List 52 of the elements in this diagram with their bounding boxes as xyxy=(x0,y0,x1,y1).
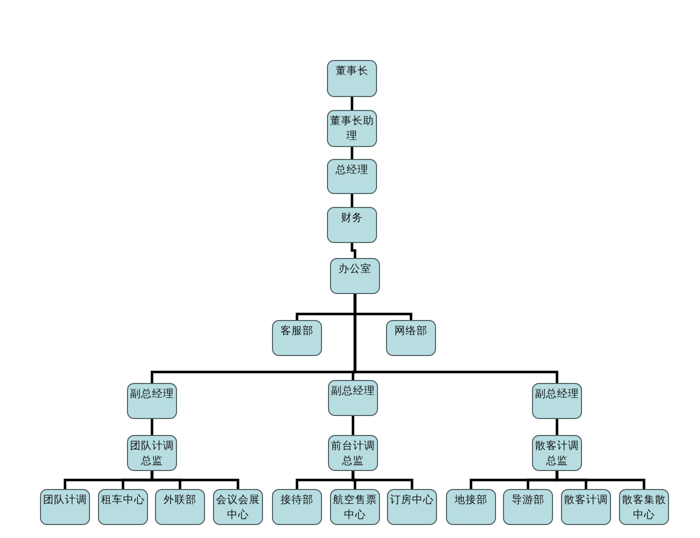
org-box xyxy=(328,380,378,416)
org-box xyxy=(386,320,436,356)
org-box xyxy=(327,159,377,194)
role-title: 副总经理 xyxy=(130,387,174,402)
org-box xyxy=(387,489,437,525)
role-title: 地接部 xyxy=(454,493,488,508)
connector-line xyxy=(556,471,646,489)
org-box xyxy=(561,489,611,525)
org-box xyxy=(532,383,582,419)
org-box xyxy=(40,489,90,525)
role-title: 前台计调总监 xyxy=(331,439,375,469)
role-title: 导游部 xyxy=(510,493,546,508)
role-title: 散客计调总监 xyxy=(535,439,579,469)
org-box xyxy=(327,60,377,97)
org-box xyxy=(155,489,205,525)
connector-line xyxy=(350,147,354,159)
role-title: 航空售票中心 xyxy=(333,493,377,523)
org-box xyxy=(127,383,177,419)
connector-line xyxy=(352,471,414,489)
role-title: 网络部 xyxy=(394,324,428,339)
org-box xyxy=(503,489,553,525)
org-box xyxy=(272,489,322,525)
connector-line xyxy=(352,416,354,435)
org-box xyxy=(98,489,148,525)
org-box xyxy=(330,258,380,294)
role-title: 总经理 xyxy=(334,163,370,178)
role-title: 外联部 xyxy=(162,493,198,508)
org-box xyxy=(327,207,377,243)
role-title: 散客集散中心 xyxy=(622,493,666,523)
role-title: 董事长助理 xyxy=(330,114,374,144)
role-title: 客服部 xyxy=(280,324,314,339)
org-box xyxy=(446,489,496,525)
role-title: 团队计调 xyxy=(43,493,87,508)
connector-line xyxy=(150,419,154,435)
connector-line xyxy=(354,294,558,383)
role-title: 财务 xyxy=(340,211,364,226)
role-title: 会议会展中心 xyxy=(216,493,260,523)
role-title: 散客计调 xyxy=(564,493,608,508)
role-title: 董事长 xyxy=(334,64,370,79)
role-title: 接待部 xyxy=(280,493,314,508)
org-box xyxy=(272,320,322,356)
role-title: 副总经理 xyxy=(535,387,579,402)
role-title: 租车中心 xyxy=(101,493,145,508)
connector-line xyxy=(350,97,354,110)
connector-line xyxy=(556,419,558,435)
role-title: 办公室 xyxy=(338,262,372,277)
connector-line xyxy=(150,471,240,489)
role-title: 订房中心 xyxy=(390,493,434,508)
role-title: 团队计调总监 xyxy=(130,439,174,469)
connector-line xyxy=(350,194,354,207)
connector-line xyxy=(350,243,356,258)
role-title: 副总经理 xyxy=(331,384,375,399)
